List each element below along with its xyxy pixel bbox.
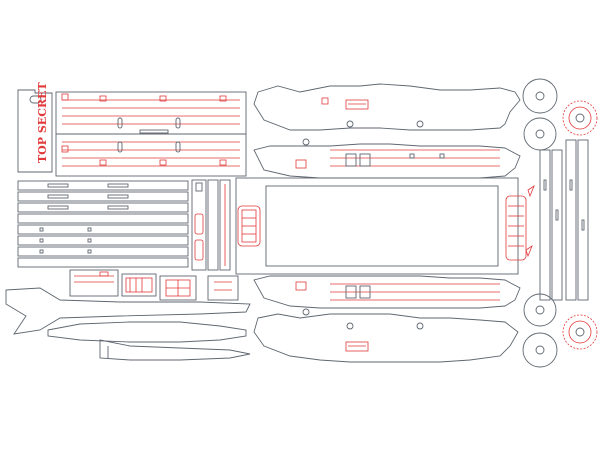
lower-side-hull [253,275,521,363]
road-wheels-top [522,78,598,151]
boom-parts [5,287,251,361]
vertical-brackets [191,179,231,271]
slat-strips [17,180,189,268]
top-secret-label: TOP SECRET [36,82,49,163]
road-wheels-bottom [522,293,598,368]
hull-frame [235,177,527,275]
upper-side-hull [253,83,521,179]
equipment-panels [69,269,239,301]
top-secret-tag: TOP SECRET [17,82,53,173]
right-slats [525,139,589,301]
upper-deck-panels [55,91,247,177]
